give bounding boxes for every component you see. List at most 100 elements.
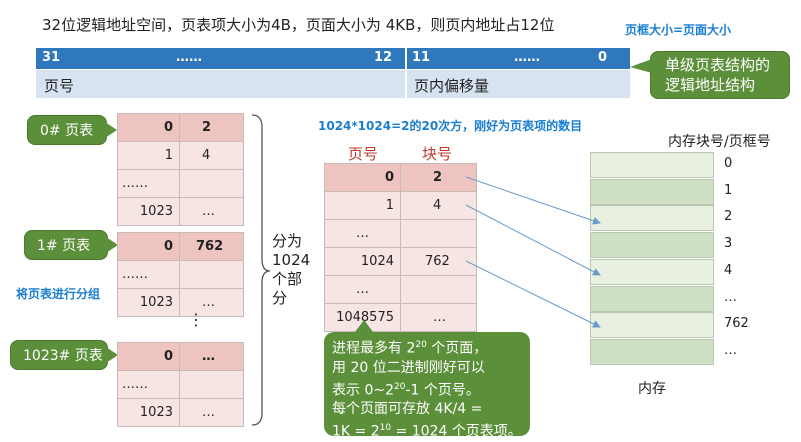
memory-block	[590, 258, 714, 285]
table0-label: 0# 页表	[27, 115, 107, 145]
memory-block	[590, 178, 714, 205]
table-cell: 0	[117, 113, 180, 142]
info-line: 1K = 210 = 1024 个页表项。	[332, 419, 522, 442]
table-cell: …	[179, 342, 244, 371]
table-row: 1023 …	[117, 197, 244, 226]
memory-block	[590, 205, 714, 232]
table-row: 0 2	[117, 113, 244, 142]
group-note: 将页表进行分组	[16, 287, 101, 301]
table-cell: 762	[179, 232, 244, 261]
info-line: 用 20 位二进制刚好可以	[332, 359, 485, 376]
table-cell: 1023	[117, 197, 180, 226]
field-offset: 页内偏移量	[414, 77, 490, 95]
info-bubble: 进程最多有 220 个页面， 用 20 位二进制刚好可以 表示 0~220-1 …	[324, 332, 530, 440]
table-row: ……	[117, 260, 244, 289]
bit-0: 0	[598, 50, 608, 65]
page-table-1023: 0 … …… 1023 …	[117, 342, 244, 427]
arrow-page0	[465, 176, 601, 225]
table-cell: 0	[117, 342, 180, 371]
table-cell: 2	[400, 163, 477, 192]
arrow-page1	[465, 204, 601, 276]
table-cell: 1	[324, 191, 401, 220]
address-bit-bar: 31 …… 12 11 …… 0	[36, 48, 630, 69]
table-cell: ……	[117, 169, 180, 198]
memory-block-number: 0	[724, 156, 733, 171]
table-row: ……	[117, 169, 244, 198]
bit-dots-right: ……	[514, 50, 540, 65]
address-field-bar: 页号 页内偏移量	[36, 70, 630, 98]
table-cell: 1	[117, 141, 180, 170]
table-row: 1023 …	[117, 288, 244, 317]
info-text: 进程最多有 2	[332, 340, 416, 357]
frame-size-note: 页框大小=页面大小	[625, 23, 732, 37]
table-cell: 0	[117, 232, 180, 261]
memory-block-number: …	[724, 289, 737, 305]
table-cell: 762	[400, 247, 477, 276]
info-text: = 1024 个页表项。	[391, 423, 522, 440]
info-text: 个页面，	[426, 340, 488, 357]
table-cell	[400, 275, 477, 304]
info-text: 表示 0~2	[332, 382, 394, 399]
brace-label-line: 1024	[272, 251, 311, 269]
memory-header: 内存块号/页框号	[668, 134, 771, 150]
info-text: -1 个页号。	[405, 382, 480, 399]
table-cell: …	[179, 288, 244, 317]
brace-label-line: 分	[272, 289, 288, 307]
table-cell: 1023	[117, 398, 180, 427]
memory-block-number: 2	[724, 209, 733, 225]
table-cell	[179, 370, 244, 399]
memory-block	[590, 285, 714, 312]
memory-block	[590, 232, 714, 259]
structure-callout-line1: 单级页表结构的	[665, 56, 771, 74]
memory-caption: 内存	[638, 381, 666, 397]
info-sup: 10	[379, 423, 392, 434]
table1-label: 1# 页表	[24, 230, 108, 260]
brace-shape	[251, 114, 271, 426]
table-cell: 4	[179, 141, 244, 170]
table-cell: …	[324, 219, 401, 248]
table-row: 1 4	[117, 141, 244, 170]
info-sup: 20	[394, 381, 406, 392]
brace-label-line: 个部	[272, 270, 303, 288]
vertical-dots: ⋮	[188, 310, 204, 329]
table-cell: 1023	[117, 288, 180, 317]
table-cell: …	[400, 303, 477, 332]
col-head-page: 页号	[348, 145, 379, 163]
table-row: …	[324, 219, 477, 248]
memory-block	[590, 152, 714, 178]
count-note: 1024*1024=2的20次方，刚好为页表项的数目	[318, 119, 583, 133]
table-row: 1048575 …	[324, 303, 477, 332]
table1-label-pointer	[106, 237, 118, 253]
info-line: 表示 0~220-1 个页号。	[332, 378, 522, 401]
page-table-1: 0 762 …… 1023 …	[117, 232, 244, 317]
table-row: 1023 …	[117, 398, 244, 427]
table-cell	[179, 260, 244, 289]
table-row: ……	[117, 370, 244, 399]
structure-callout-line2: 逻辑地址结构	[665, 76, 756, 94]
info-text: 1K = 2	[332, 423, 380, 440]
field-divider	[405, 70, 407, 98]
memory-block-number: 762	[724, 316, 749, 332]
table0-label-pointer	[105, 122, 117, 138]
table-cell: 1024	[324, 247, 401, 276]
brace-label-line: 分为	[272, 232, 303, 250]
table-row: 0 762	[117, 232, 244, 261]
info-sup: 20	[415, 340, 427, 350]
table-cell: …	[324, 275, 401, 304]
memory-block-number: 3	[724, 236, 733, 252]
table-row: 0 …	[117, 342, 244, 371]
table-cell: 2	[179, 113, 244, 142]
brace-label: 分为 1024 个部 分	[272, 232, 310, 308]
memory-block-number: …	[724, 342, 737, 358]
memory-block	[590, 312, 714, 339]
table-cell: 4	[400, 191, 477, 220]
bit-12: 12	[374, 50, 393, 65]
arrow-page1024	[465, 260, 601, 328]
callout-pointer	[630, 59, 652, 73]
structure-callout: 单级页表结构的 逻辑地址结构	[650, 51, 790, 99]
single-level-page-table: 0 2 1 4 … 1024 762 … 1048575 …	[324, 163, 477, 332]
info-line: 进程最多有 220 个页面，	[332, 336, 522, 359]
diagram-title: 32位逻辑地址空间，页表项大小为4B，页面大小为 4KB，则页内地址占12位	[42, 16, 555, 34]
table-cell: …	[179, 398, 244, 427]
